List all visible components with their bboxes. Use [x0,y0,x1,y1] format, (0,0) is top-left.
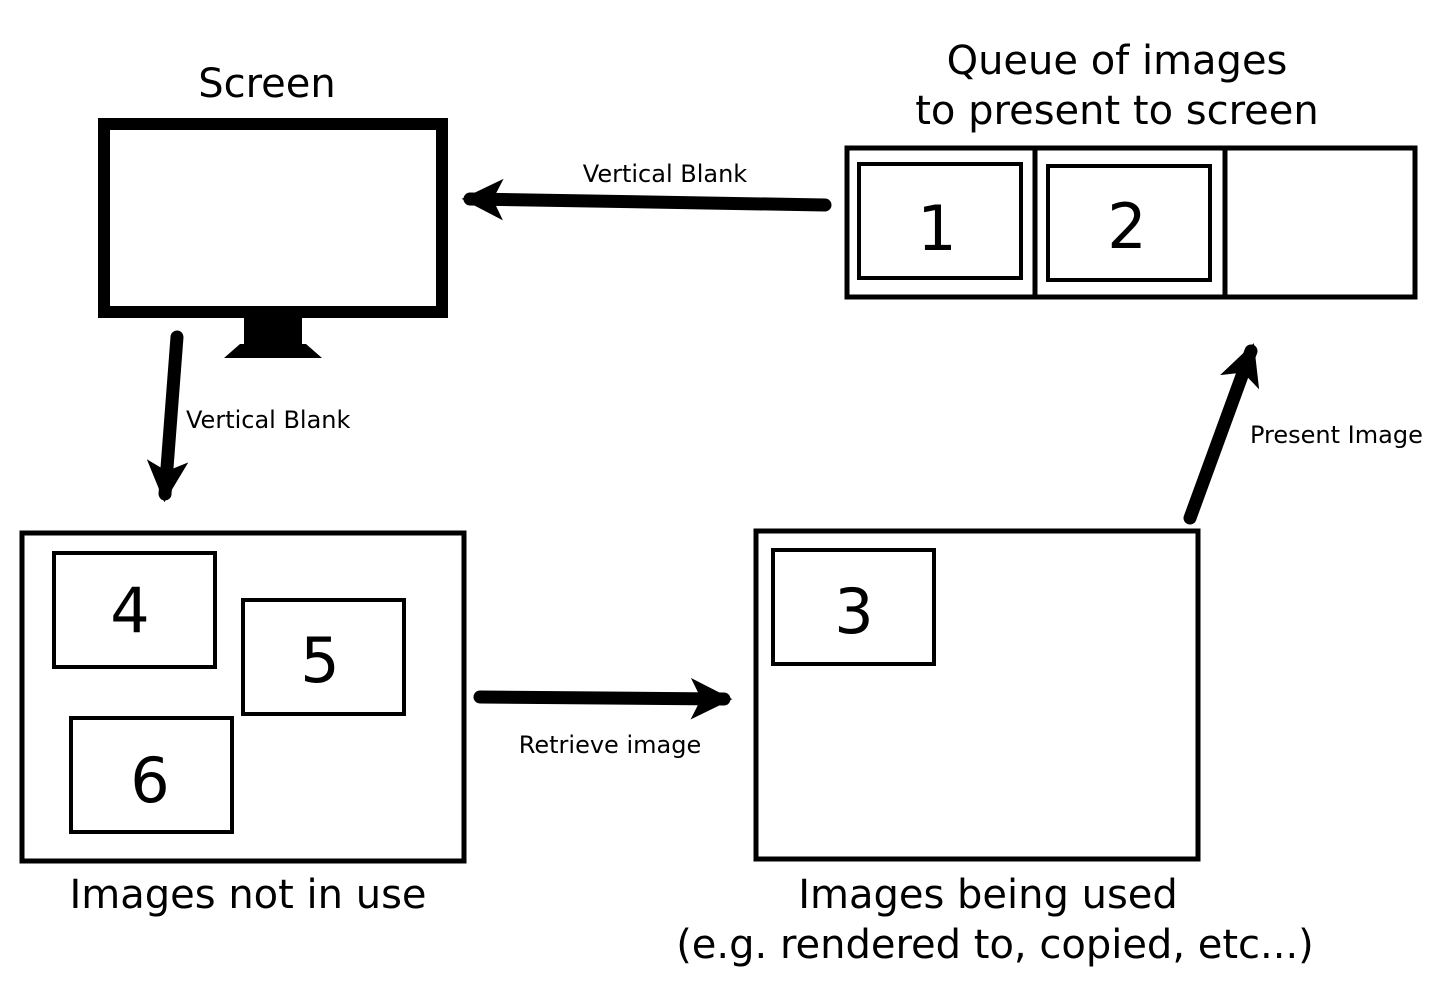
arrow-pool-to-used-label: Retrieve image [519,731,701,759]
queue-image-1-label: 1 [917,192,956,265]
screen-title: Screen [198,61,336,107]
queue-title-line2: to present to screen [915,88,1318,134]
monitor-icon [98,118,448,358]
arrow-used-to-queue [1183,343,1260,525]
arrow-queue-to-screen [461,178,832,221]
arrow-screen-to-pool [146,330,189,503]
pool-image-4-label: 4 [110,574,149,647]
queue-image-2: 2 [1046,164,1212,282]
pool-image-5: 5 [241,598,406,716]
arrow-pool-to-used [473,677,733,720]
used-image-3: 3 [771,548,936,666]
arrow-queue-to-screen-label: Vertical Blank [583,160,748,188]
queue-image-1: 1 [857,162,1023,280]
images-not-in-use-title: Images not in use [69,872,426,918]
images-being-used-title-line2: (e.g. rendered to, copied, etc...) [676,922,1314,968]
used-image-3-label: 3 [834,575,873,648]
queue-image-2-label: 2 [1107,190,1146,263]
images-being-used-title-line1: Images being used [798,872,1178,918]
pool-image-6: 6 [69,716,234,834]
pool-image-5-label: 5 [300,624,339,697]
arrow-screen-to-pool-label: Vertical Blank [186,406,351,434]
arrow-used-to-queue-label: Present Image [1250,421,1423,449]
pool-image-4: 4 [52,551,217,669]
pool-image-6-label: 6 [130,744,169,817]
queue-title-line1: Queue of images [947,38,1288,84]
